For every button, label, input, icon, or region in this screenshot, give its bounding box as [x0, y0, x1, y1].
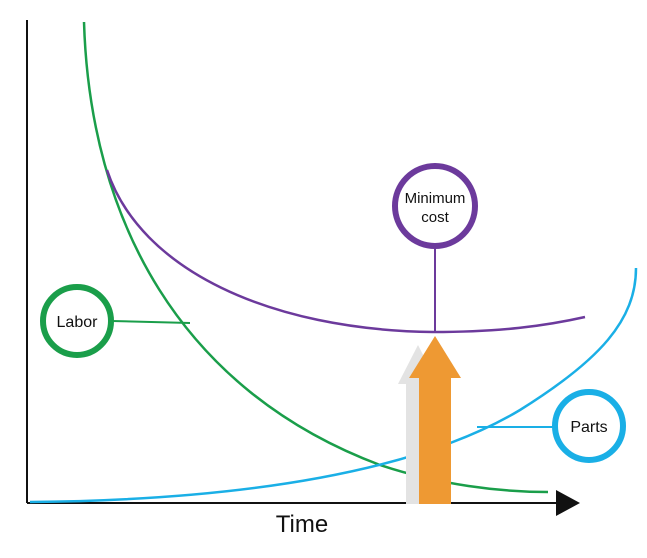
minimum-cost-arrow — [409, 336, 461, 504]
minimum-cost-bubble — [392, 163, 478, 249]
total-cost-curve — [105, 169, 586, 334]
labor-label: Labor — [57, 314, 99, 331]
minimum-cost-label-line2: cost — [421, 209, 449, 226]
labor-curve — [82, 21, 549, 494]
labor-bubble — [40, 284, 114, 358]
labor-connector — [111, 320, 191, 324]
parts-curve — [29, 267, 638, 504]
parts-label: Parts — [570, 419, 607, 436]
x-axis-title: Time — [276, 511, 328, 538]
minimum-cost-label-line1: Minimum — [405, 190, 466, 207]
parts-bubble — [552, 389, 626, 463]
x-axis-arrowhead — [556, 490, 580, 516]
